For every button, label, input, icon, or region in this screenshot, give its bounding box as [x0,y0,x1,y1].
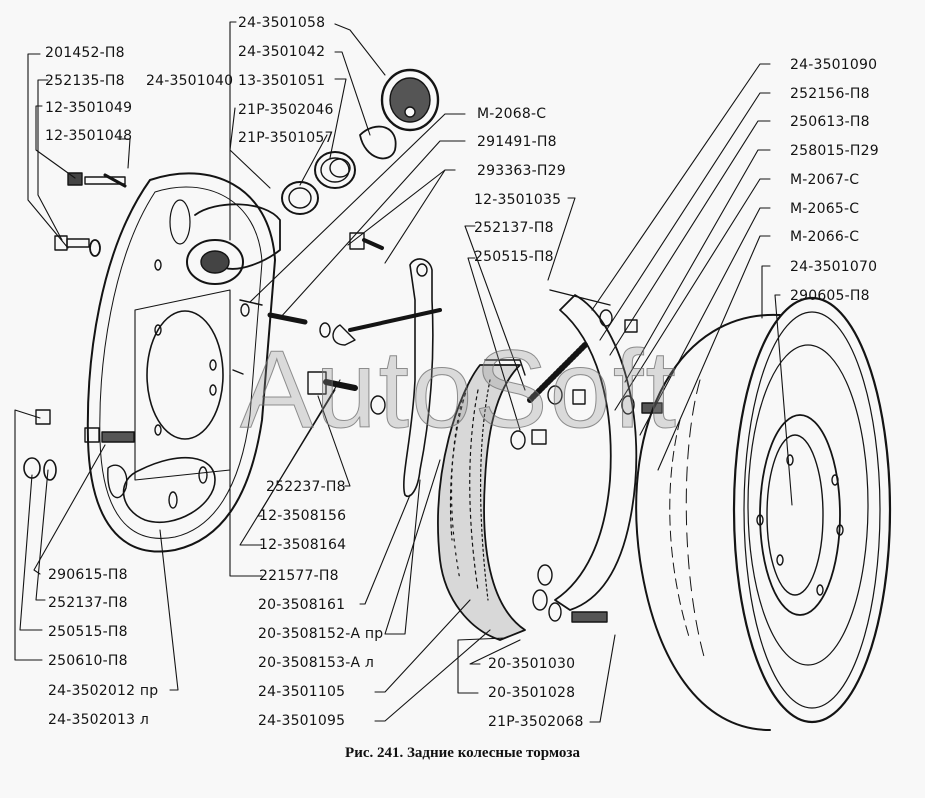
part-label: M-2066-C [790,229,860,245]
mounting-bolt [55,236,100,256]
part-label: 12-3508156 [259,508,347,524]
part-label: 21P-3502068 [488,714,584,730]
part-label: M-2067-C [790,172,860,188]
left-fasteners [24,410,134,480]
part-label: 24-3501058 [238,15,326,31]
part-label: 252156-П8 [790,86,870,102]
part-label: 250515-П8 [48,624,128,640]
part-label: 20-3508161 [258,597,346,613]
part-label: 12-3501035 [474,192,562,208]
part-label: 13-3501051 [238,73,326,89]
figure-caption: Рис. 241. Задние колесные тормоза [345,745,580,761]
part-label: 24-3502013 л [48,712,150,728]
watermark: AutoSoft [240,334,678,445]
part-label: 24-3501042 [238,44,326,60]
part-label: 252237-П8 [266,479,346,495]
assembly-label: 24-3501040 [146,73,234,89]
shoe-nuts [511,310,662,449]
leader-lines [15,22,792,722]
part-label: 21P-3502046 [238,102,334,118]
part-label: 12-3508164 [259,537,347,553]
part-label: 290615-П8 [48,567,128,583]
brake-shoe-front [438,360,525,640]
part-label: 24-3502012 пр [48,683,159,699]
part-label: 24-3501090 [790,57,878,73]
part-label: 20-3508153-А л [258,655,375,671]
part-label: 250515-П8 [474,249,554,265]
part-label: 252137-П8 [474,220,554,236]
watermark-text: AutoSoft [240,328,678,451]
parking-lever [333,259,440,496]
part-label: 201452-П8 [45,45,125,61]
bleeder-screw [68,173,125,186]
brake-drum [636,298,890,730]
part-label: 20-3501030 [488,656,576,672]
part-label: 250610-П8 [48,653,128,669]
part-label: 20-3501028 [488,685,576,701]
anchor-pins [233,233,385,414]
part-label: 290605-П8 [790,288,870,304]
part-label: 291491-П8 [477,134,557,150]
part-label: 252137-П8 [48,595,128,611]
wheel-cylinder [187,204,280,284]
part-label: 293363-П29 [477,163,566,179]
part-label: 250613-П8 [790,114,870,130]
part-label: M-2068-C [477,106,547,122]
part-label: 258015-П29 [790,143,879,159]
part-label: 12-3501048 [45,128,133,144]
part-label: 24-3501070 [790,259,878,275]
backing-plate [88,173,275,551]
part-label: 20-3508152-А пр [258,626,384,642]
part-label: 12-3501049 [45,100,133,116]
part-label: 24-3501095 [258,713,346,729]
part-label: 21P-3501057 [238,130,334,146]
return-spring [530,345,585,400]
part-label: 24-3501105 [258,684,346,700]
part-label: 221577-П8 [259,568,339,584]
part-label: M-2065-C [790,201,860,217]
part-label: 252135-П8 [45,73,125,89]
cylinder-parts [282,70,438,214]
